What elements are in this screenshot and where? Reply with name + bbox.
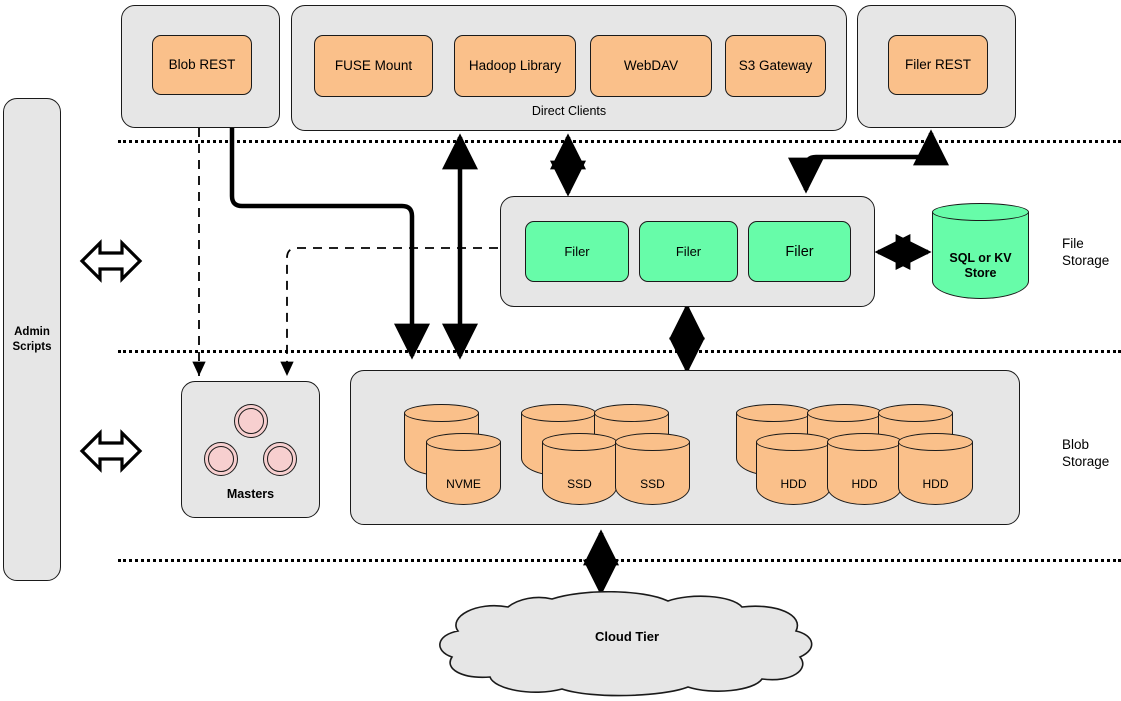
admin-arrow-file-storage <box>79 239 143 283</box>
tier-label-file-storage: File Storage <box>1062 236 1110 268</box>
cylinder-body <box>542 442 617 505</box>
disk-ssd-label-1: SSD <box>567 477 592 491</box>
node-filer-rest-label: Filer REST <box>904 57 971 73</box>
masters-group[interactable]: Masters <box>181 381 320 518</box>
disk-hdd-front-3[interactable]: HDD <box>898 433 973 505</box>
node-blob-rest-label: Blob REST <box>168 57 236 73</box>
cylinder-body <box>756 442 831 505</box>
admin-scripts-label: Admin Scripts <box>12 326 52 353</box>
node-filer-3[interactable]: Filer <box>748 221 851 282</box>
node-webdav-label: WebDAV <box>623 58 679 74</box>
cylinder-body <box>932 212 1029 299</box>
disk-nvme-front-1[interactable]: NVME <box>426 433 501 505</box>
metadata-store-label: SQL or KV Store <box>949 251 1012 280</box>
filer-rest-group: Filer REST <box>857 5 1016 128</box>
node-webdav[interactable]: WebDAV <box>590 35 712 97</box>
cylinder-body <box>898 442 973 505</box>
node-s3-gateway-label: S3 Gateway <box>738 58 813 74</box>
cylinder-body <box>615 442 690 505</box>
connector-filer-to-masters-dashed <box>280 247 530 376</box>
cylinder-top <box>615 433 690 451</box>
cylinder-top <box>426 433 501 451</box>
cylinder-top <box>404 404 479 422</box>
node-s3-gateway[interactable]: S3 Gateway <box>725 35 826 97</box>
cylinder-top <box>932 203 1029 221</box>
cylinder-top <box>521 404 596 422</box>
masters-label: Masters <box>226 487 275 501</box>
disk-hdd-label-1: HDD <box>780 477 807 491</box>
node-filer-3-label: Filer <box>785 243 814 260</box>
divider-clients-file-storage <box>118 140 1121 143</box>
admin-scripts-panel[interactable]: Admin Scripts <box>3 98 61 581</box>
node-filer-2-label: Filer <box>675 244 702 259</box>
node-hadoop-library-label: Hadoop Library <box>468 58 562 74</box>
node-fuse-mount-label: FUSE Mount <box>334 58 413 74</box>
cloud-tier[interactable]: Cloud Tier <box>432 591 822 701</box>
cylinder-top <box>878 404 953 422</box>
master-ring-2 <box>204 442 238 476</box>
cylinder-top <box>898 433 973 451</box>
disk-ssd-front-1[interactable]: SSD <box>542 433 617 505</box>
node-filer-rest[interactable]: Filer REST <box>888 35 988 95</box>
direct-clients-group: FUSE Mount Hadoop Library WebDAV S3 Gate… <box>291 5 847 131</box>
divider-file-blob-storage <box>118 350 1121 353</box>
cloud-shape <box>439 591 813 697</box>
direct-clients-caption: Direct Clients <box>531 104 607 118</box>
connector-blob-rest-to-blob-storage <box>229 128 430 360</box>
cylinder-top <box>594 404 669 422</box>
node-filer-1[interactable]: Filer <box>525 221 629 282</box>
disk-hdd-front-2[interactable]: HDD <box>827 433 902 505</box>
disk-hdd-label-2: HDD <box>851 477 878 491</box>
node-filer-1-label: Filer <box>564 244 590 259</box>
cylinder-top <box>542 433 617 451</box>
disk-nvme-label: NVME <box>446 477 481 491</box>
cylinder-body <box>426 442 501 505</box>
blob-rest-group: Blob REST <box>121 5 280 128</box>
metadata-store-cylinder[interactable]: SQL or KV Store <box>932 203 1029 299</box>
cylinder-top <box>807 404 882 422</box>
node-filer-2[interactable]: Filer <box>639 221 738 282</box>
disk-hdd-label-3: HDD <box>922 477 949 491</box>
disk-ssd-front-2[interactable]: SSD <box>615 433 690 505</box>
node-blob-rest[interactable]: Blob REST <box>152 35 252 95</box>
tier-label-blob-storage: Blob Storage <box>1062 437 1110 469</box>
cylinder-top <box>756 433 831 451</box>
admin-arrow-blob-storage <box>79 429 143 473</box>
filer-group: Filer Filer Filer <box>500 196 875 307</box>
master-ring-3 <box>263 442 297 476</box>
disk-hdd-front-1[interactable]: HDD <box>756 433 831 505</box>
cylinder-top <box>827 433 902 451</box>
cylinder-body <box>827 442 902 505</box>
node-fuse-mount[interactable]: FUSE Mount <box>314 35 433 97</box>
master-ring-1 <box>234 404 268 438</box>
cloud-tier-label: Cloud Tier <box>594 629 660 644</box>
blob-storage-group: NVME SSD SSD <box>350 370 1020 525</box>
node-hadoop-library[interactable]: Hadoop Library <box>454 35 576 97</box>
disk-ssd-label-2: SSD <box>640 477 665 491</box>
divider-blob-cloud <box>118 559 1121 562</box>
cylinder-top <box>736 404 811 422</box>
